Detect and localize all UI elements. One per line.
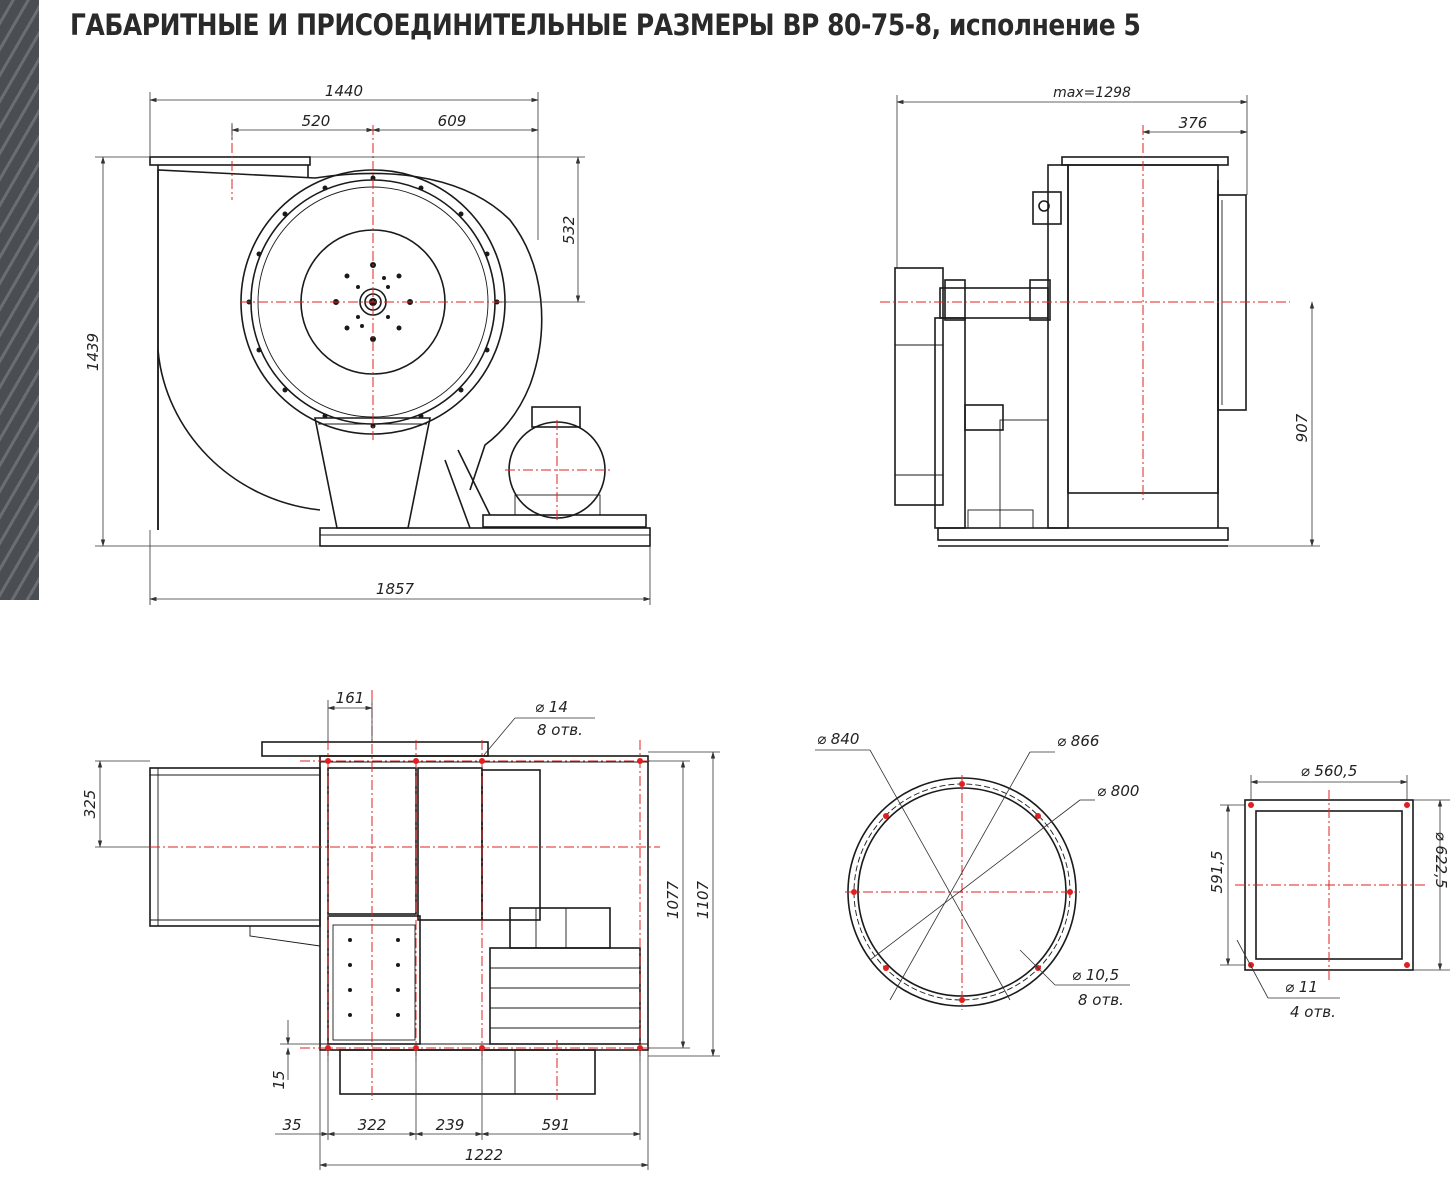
inlet-hole-dia: ⌀ 10,5 bbox=[1072, 966, 1119, 984]
outlet-hole-count: 4 отв. bbox=[1290, 1003, 1336, 1021]
side-shaft-housing bbox=[939, 287, 1049, 319]
flange-leaders: ⌀ 840 ⌀ 866 ⌀ 800 ⌀ 10,5 8 отв. bbox=[815, 730, 1139, 1009]
side-base bbox=[937, 527, 1229, 541]
dim-1077: 1077 bbox=[664, 880, 682, 919]
dim-161: 161 bbox=[336, 689, 365, 707]
motor-frame bbox=[482, 514, 647, 528]
dim-d866: ⌀ 866 bbox=[1057, 732, 1099, 750]
plan-pedestal-plate bbox=[332, 924, 416, 1041]
dim-325: 325 bbox=[81, 790, 99, 819]
dim-322: 322 bbox=[358, 1116, 387, 1134]
dim-d800: ⌀ 800 bbox=[1097, 782, 1139, 800]
outlet-flange-top bbox=[149, 156, 311, 166]
dim-609: 609 bbox=[438, 112, 467, 130]
dim-1222: 1222 bbox=[465, 1146, 503, 1164]
dim-532: 532 bbox=[560, 216, 578, 245]
plan-view: 161 ⌀ 14 8 отв. 325 1077 1107 15 bbox=[81, 689, 720, 1170]
dim-1107: 1107 bbox=[694, 880, 712, 919]
pedestal-plate-holes bbox=[348, 938, 400, 1017]
plan-outlet-flange bbox=[261, 741, 489, 757]
dim-15: 15 bbox=[270, 1070, 288, 1089]
inlet-flange-view: ⌀ 840 ⌀ 866 ⌀ 800 ⌀ 10,5 8 отв. bbox=[815, 730, 1139, 1010]
dim-239: 239 bbox=[436, 1116, 465, 1134]
plan-motor-top bbox=[509, 907, 611, 949]
plan-mount-holes bbox=[325, 758, 643, 1051]
side-stripe bbox=[0, 0, 39, 600]
scroll-housing bbox=[157, 169, 543, 530]
plan-dimensions: 161 ⌀ 14 8 отв. 325 1077 1107 15 bbox=[81, 689, 720, 1170]
square-dimensions: ⌀ 560,5 591,5 ⌀ 622,5 ⌀ 11 4 отв. bbox=[1208, 762, 1450, 1021]
dim-35: 35 bbox=[282, 1116, 301, 1134]
front-view: 1440 520 609 532 1439 1857 bbox=[84, 82, 651, 605]
dim-622-5: ⌀ 622,5 bbox=[1432, 832, 1450, 889]
plan-lower-box bbox=[339, 1049, 596, 1095]
square-flange-holes bbox=[1248, 802, 1410, 968]
inlet-hole-count: 8 отв. bbox=[1078, 991, 1124, 1009]
motor-terminal-box bbox=[531, 406, 581, 428]
dim-d840: ⌀ 840 bbox=[817, 730, 859, 748]
dim-520: 520 bbox=[302, 112, 331, 130]
side-outlet-flange bbox=[1061, 156, 1229, 166]
dim-1440: 1440 bbox=[325, 82, 363, 100]
dim-1857: 1857 bbox=[376, 580, 415, 598]
base-frame bbox=[319, 527, 651, 547]
plan-hole-dia: ⌀ 14 bbox=[535, 698, 568, 716]
dim-376: 376 bbox=[1179, 114, 1208, 132]
dim-max-1298: max=1298 bbox=[1053, 85, 1131, 101]
plan-hole-count: 8 отв. bbox=[537, 721, 583, 739]
side-dimensions: max=1298 376 907 bbox=[896, 85, 1320, 547]
dim-1439: 1439 bbox=[84, 333, 102, 371]
dim-907: 907 bbox=[1293, 413, 1311, 442]
side-motor bbox=[894, 267, 944, 506]
plan-base-frame bbox=[319, 755, 649, 1051]
dim-560-5: ⌀ 560,5 bbox=[1301, 762, 1358, 780]
front-dimensions: 1440 520 609 532 1439 1857 bbox=[84, 82, 651, 605]
outlet-hole-dia: ⌀ 11 bbox=[1285, 978, 1318, 996]
plan-motor bbox=[489, 947, 641, 1045]
dim-591-5: 591,5 bbox=[1208, 851, 1226, 894]
page-title: ГАБАРИТНЫЕ И ПРИСОЕДИНИТЕЛЬНЫЕ РАЗМЕРЫ В… bbox=[70, 8, 1141, 42]
dim-591: 591 bbox=[542, 1116, 571, 1134]
outlet-flange-view: ⌀ 560,5 591,5 ⌀ 622,5 ⌀ 11 4 отв. bbox=[1208, 762, 1450, 1021]
flange-bolt-holes bbox=[246, 175, 500, 429]
side-view: max=1298 376 907 bbox=[880, 85, 1320, 547]
